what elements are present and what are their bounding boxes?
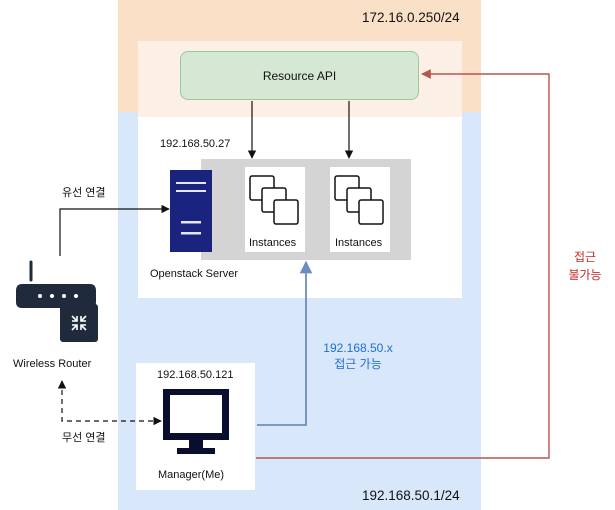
monitor-icon xyxy=(163,389,229,454)
instances-icon xyxy=(334,175,384,225)
server-ip: 192.168.50.27 xyxy=(160,138,231,150)
wireless-connection-line xyxy=(57,380,162,426)
internal-network-label: 192.168.50.1/24 xyxy=(362,488,460,503)
denied-access-line xyxy=(256,69,550,459)
resource-api-box[interactable]: Resource API xyxy=(180,51,419,100)
allowed-access-line xyxy=(257,260,313,426)
resource-api-label: Resource API xyxy=(262,68,337,83)
server-icon xyxy=(170,170,212,252)
instance-label: Instances xyxy=(335,237,383,249)
api-network-label: 172.16.0.250/24 xyxy=(362,10,460,25)
wired-connection-label: 유선 연결 xyxy=(62,187,106,199)
server-name: Openstack Server xyxy=(150,268,239,280)
router-icon xyxy=(16,260,98,342)
access-allowed-label: 192.168.50.x 접근 가능 xyxy=(323,341,393,371)
instances-icon xyxy=(249,175,299,225)
wired-connection-line xyxy=(59,204,170,256)
router-name: Wireless Router xyxy=(13,358,92,370)
manager-ip: 192.168.50.121 xyxy=(157,369,234,381)
access-denied-label: 접근 불가능 xyxy=(568,250,602,282)
manager-name: Manager(Me) xyxy=(158,469,225,481)
instance-label: Instances xyxy=(249,237,297,249)
wireless-connection-label: 무선 연결 xyxy=(62,432,106,444)
